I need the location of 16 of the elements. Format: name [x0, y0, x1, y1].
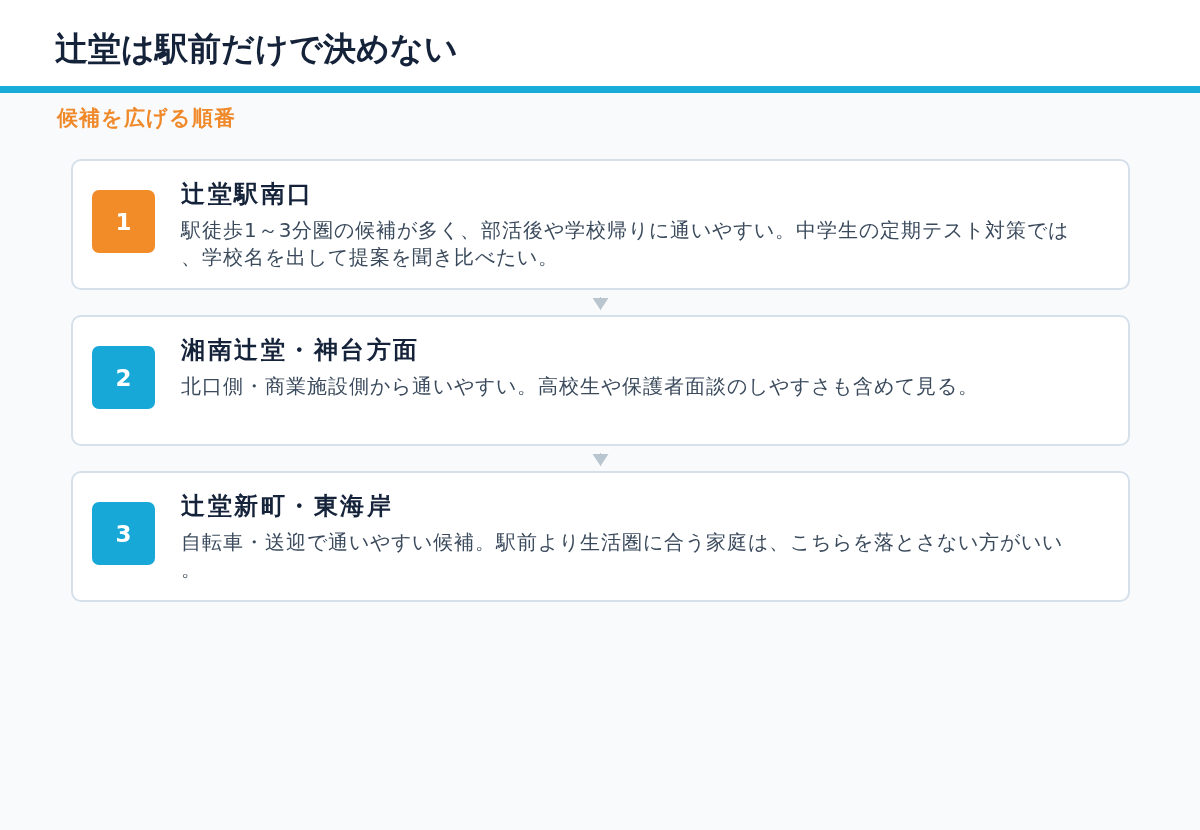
step-description: 駅徒歩1～3分圏の候補が多く、部活後や学校帰りに通いやすい。中学生の定期テスト対策では、学校名を出して提案を聞き比べたい。	[181, 217, 1071, 271]
step-heading: 辻堂駅南口	[181, 179, 314, 209]
step-number-badge: 3	[92, 502, 155, 565]
step-description: 自転車・送迎で通いやすい候補。駅前より生活圏に合う家庭は、こちらを落とさない方がいい。	[181, 529, 1064, 583]
section-heading: 候補を広げる順番	[57, 105, 236, 131]
step-description: 北口側・商業施設側から通いやすい。高校生や保護者面談のしやすさも含めて見る。	[181, 373, 980, 400]
arrow	[592, 452, 609, 467]
step-card	[71, 471, 1130, 602]
step-number-badge: 1	[92, 190, 155, 253]
step-card	[71, 315, 1130, 446]
step-heading: 湘南辻堂・神台方面	[181, 335, 420, 365]
arrow	[592, 296, 609, 311]
step-heading: 辻堂新町・東海岸	[181, 491, 393, 521]
page-title: 辻堂は駅前だけで決めない	[55, 29, 458, 69]
step-number-badge: 2	[92, 346, 155, 409]
step-card	[71, 159, 1130, 290]
